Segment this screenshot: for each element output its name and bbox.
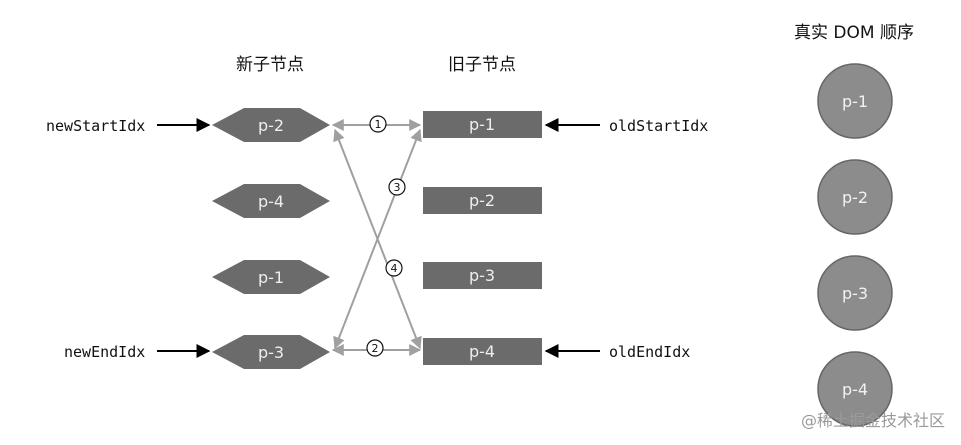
step-2-label: 2	[372, 342, 379, 355]
new-node-1-label: p-2	[258, 116, 284, 135]
real-dom-node-1-label: p-1	[842, 92, 868, 111]
old-node-1-label: p-1	[469, 115, 495, 134]
real-dom-node-3: p-3	[817, 255, 893, 331]
step-3-label: 3	[394, 181, 401, 194]
step-3-marker: 3	[388, 178, 406, 196]
step-4-label: 4	[391, 262, 398, 275]
connectors	[331, 119, 422, 356]
real-dom-node-4: p-4	[817, 351, 893, 427]
new-children-header: 新子节点	[236, 55, 304, 75]
new-node-1: p-2	[212, 108, 330, 142]
old-node-3-label: p-3	[469, 266, 495, 285]
step-1-marker: 1	[369, 115, 387, 133]
new-node-2-label: p-4	[258, 192, 284, 211]
real-dom-node-1: p-1	[817, 63, 893, 139]
step-4-marker: 4	[385, 259, 403, 277]
watermark: @稀土掘金技术社区	[801, 411, 945, 430]
new-start-idx-label: newStartIdx	[46, 117, 145, 135]
new-end-idx-label: newEndIdx	[64, 343, 145, 361]
new-node-4: p-3	[212, 335, 330, 369]
step-1-label: 1	[375, 118, 382, 131]
step-2-marker: 2	[366, 339, 384, 357]
old-start-idx-label: oldStartIdx	[609, 117, 708, 135]
old-node-2-label: p-2	[469, 191, 495, 210]
old-node-4: p-4	[423, 338, 542, 365]
old-node-3: p-3	[423, 262, 542, 289]
real-dom-order-header: 真实 DOM 顺序	[794, 23, 914, 43]
new-node-2: p-4	[212, 184, 330, 218]
real-dom-node-2-label: p-2	[842, 188, 868, 207]
real-dom-node-4-label: p-4	[842, 380, 868, 399]
old-node-4-label: p-4	[469, 342, 495, 361]
old-children-header: 旧子节点	[448, 55, 516, 75]
new-node-4-label: p-3	[258, 343, 284, 362]
old-node-2: p-2	[423, 187, 542, 214]
new-node-3-label: p-1	[258, 268, 284, 287]
new-node-3: p-1	[212, 260, 330, 294]
old-node-1: p-1	[423, 111, 542, 138]
real-dom-node-3-label: p-3	[842, 284, 868, 303]
step-4-connector	[333, 128, 422, 350]
old-end-idx-label: oldEndIdx	[609, 343, 690, 361]
real-dom-node-2: p-2	[817, 159, 893, 235]
